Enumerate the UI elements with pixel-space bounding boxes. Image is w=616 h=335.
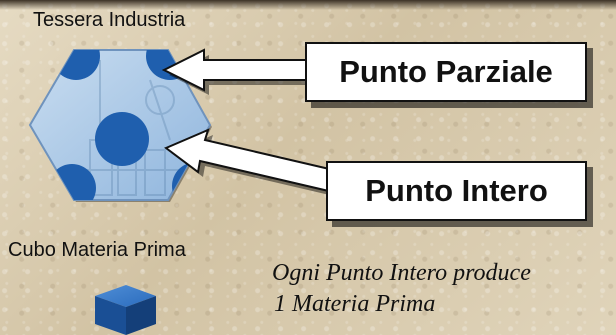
partial-point-dot-top-left	[52, 50, 100, 80]
caption-line-2: 1 Materia Prima	[274, 291, 436, 317]
full-point-dot	[95, 112, 149, 166]
arrow-left-icon	[164, 128, 343, 197]
arrow-left-icon	[161, 48, 325, 95]
top-edge-shadow	[0, 0, 616, 10]
cube-icon	[95, 285, 156, 335]
partial-point-callout: Punto Parziale	[305, 42, 587, 102]
tile-label: Tessera Industria	[33, 9, 186, 31]
full-point-callout: Punto Intero	[326, 161, 587, 221]
hex-tile-icon	[28, 49, 212, 202]
cube-label: Cubo Materia Prima	[8, 239, 186, 261]
partial-point-dot-bottom-left	[48, 164, 96, 200]
caption-line-1: Ogni Punto Intero produce	[272, 260, 531, 286]
